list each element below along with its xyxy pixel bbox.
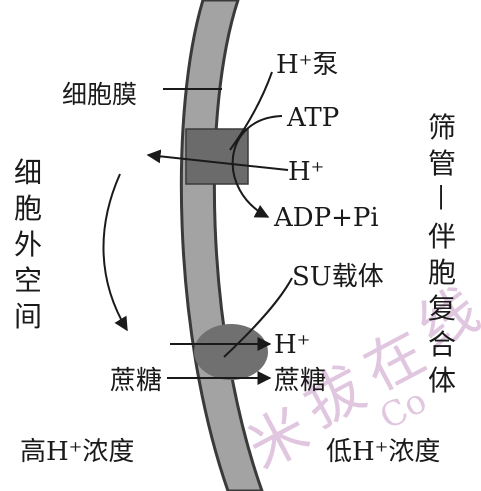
su-carrier — [194, 324, 268, 380]
sieve-char-8: 体 — [428, 364, 456, 397]
sieve-char-2: 管 — [428, 147, 456, 180]
sieve-char-3: | — [437, 182, 445, 211]
extracellular-char-1: 细 — [14, 156, 42, 189]
extracellular-char-4: 空 — [14, 264, 42, 297]
h-plus-pump-label: H⁺ — [288, 157, 324, 187]
sieve-char-5: 胞 — [428, 256, 456, 289]
adp-pi-label: ADP+Pi — [273, 203, 379, 233]
sieve-tube-complex-label: 筛 管 | 伴 胞 复 合 体 — [428, 111, 456, 397]
sieve-char-7: 合 — [428, 328, 456, 361]
atp-label: ATP — [286, 103, 339, 133]
sieve-char-6: 复 — [428, 292, 456, 325]
extracellular-char-5: 间 — [14, 300, 42, 333]
sucrose-out-label: 蔗糖 — [110, 366, 162, 396]
extracellular-space-label: 细 胞 外 空 间 — [14, 156, 42, 333]
extracellular-char-2: 胞 — [14, 192, 42, 225]
membrane-label: 细胞膜 — [62, 80, 137, 109]
h-plus-flow-arrow — [103, 174, 127, 330]
su-carrier-label: SU载体 — [292, 262, 384, 292]
sieve-char-4: 伴 — [428, 220, 456, 253]
extracellular-char-3: 外 — [14, 228, 42, 261]
high-h-concentration-label: 高H⁺浓度 — [20, 437, 134, 467]
h-pump-label: H⁺泵 — [276, 50, 338, 80]
h-plus-carrier-label: H⁺ — [274, 330, 310, 360]
sieve-char-1: 筛 — [428, 111, 456, 144]
sucrose-in-label: 蔗糖 — [274, 366, 326, 396]
low-h-concentration-label: 低H⁺浓度 — [326, 437, 440, 467]
